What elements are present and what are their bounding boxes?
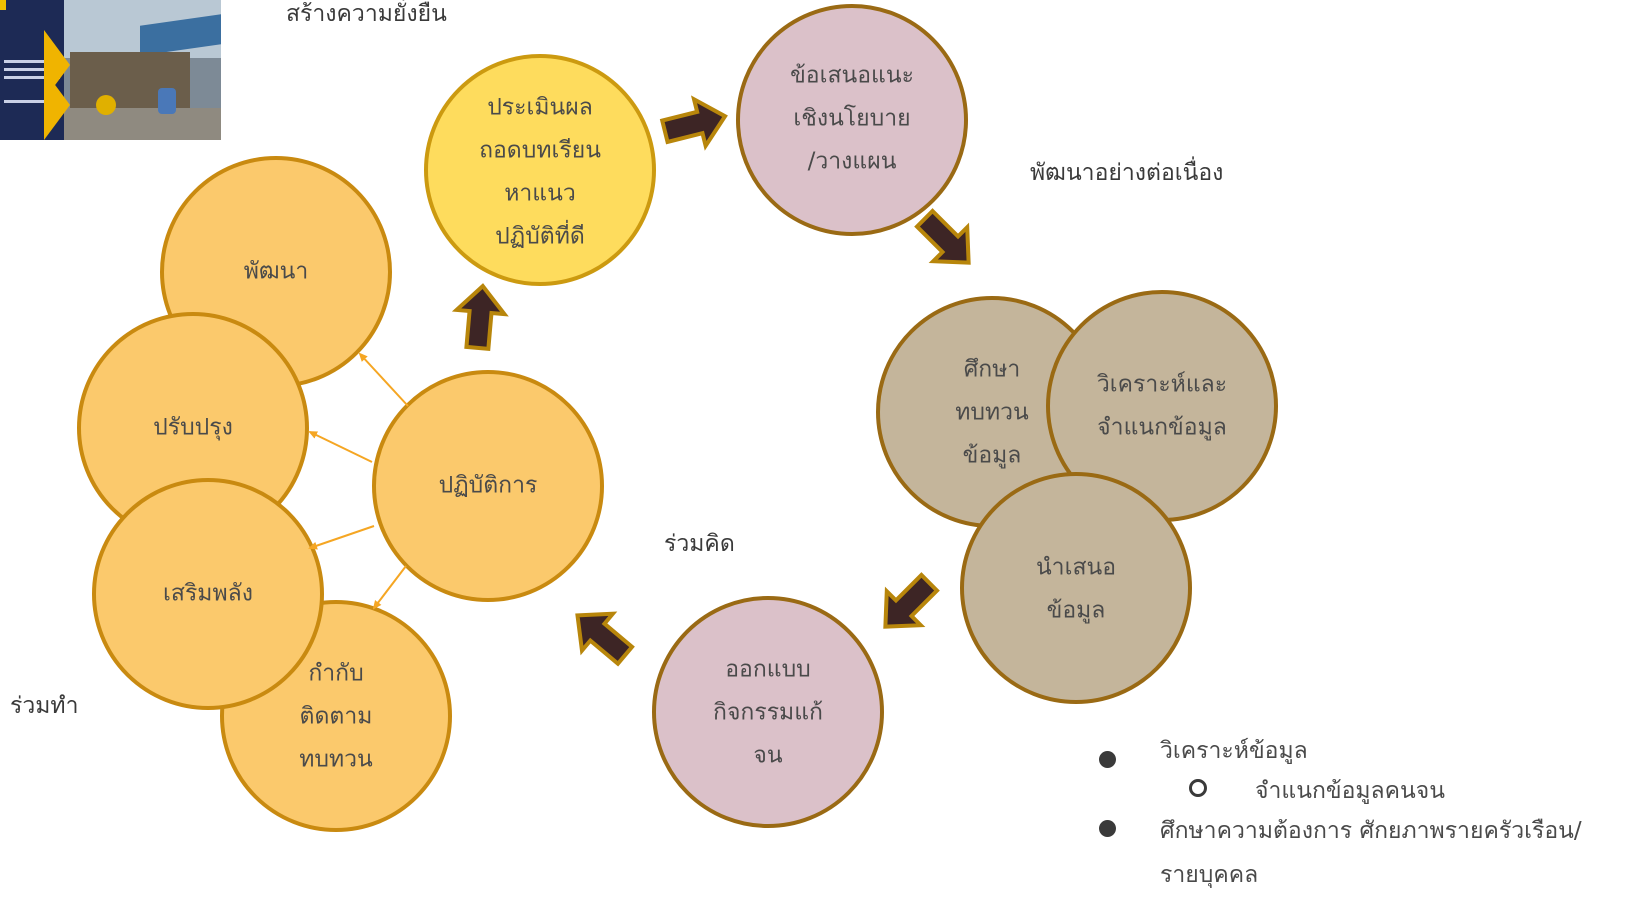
photo-thumbnail [0, 0, 221, 140]
circle-monitor-line-2: ติดตาม [300, 704, 373, 730]
bullet-item-4: รายบุคคล [1160, 862, 1259, 888]
circle-evaluate-line-2: ถอดบทเรียน [479, 138, 601, 164]
thin-arrow-to-empower [308, 525, 375, 550]
circle-monitor-line-3: ทบทวน [299, 747, 373, 773]
circle-analyze-line-2: จำแนกข้อมูล [1097, 415, 1227, 441]
circle-evaluate-line-4: ปฏิบัติที่ดี [495, 220, 585, 250]
bullet-dot-3 [1099, 820, 1116, 837]
label-act-together: ร่วมทำ [10, 693, 79, 719]
circle-evaluate-line-1: ประเมินผล [487, 95, 593, 121]
circle-policy-line-1: ข้อเสนอแนะ [790, 63, 914, 89]
circle-evaluate-line-3: หาแนว [504, 181, 576, 207]
circle-study-line-3: ข้อมูล [963, 443, 1022, 469]
thin-arrow-to-improve [308, 431, 373, 463]
thin-arrow-to-develop [358, 352, 409, 407]
circle-design-line-3: จน [753, 743, 782, 769]
circle-develop-line-1: พัฒนา [244, 259, 309, 285]
circle-monitor-line-1: กำกับ [308, 661, 363, 687]
circle-design-line-1: ออกแบบ [725, 657, 811, 683]
thin-arrow-to-monitor [372, 565, 407, 610]
circle-improve: ปรับปรุง [77, 312, 309, 544]
label-think-together: ร่วมคิด [664, 531, 735, 557]
bullet-item-2: จำแนกข้อมูลคนจน [1255, 778, 1445, 804]
bullet-ring-2 [1189, 779, 1207, 797]
block-arrow-present-to-design [883, 572, 940, 629]
circle-design-line-2: กิจกรรมแก้ [713, 700, 823, 726]
circle-empower: เสริมพลัง [92, 478, 324, 710]
circle-improve-line-1: ปรับปรุง [153, 415, 233, 441]
title-fragment: สร้างความยั่งยืน [286, 1, 447, 27]
circle-present-line-2: ข้อมูล [1047, 598, 1106, 624]
block-arrow-design-to-operate [575, 611, 635, 667]
block-arrow-evaluate-to-policy [659, 95, 728, 151]
block-arrow-operate-to-evaluate [451, 283, 509, 352]
circle-policy-line-2: เชิงนโยบาย [793, 105, 910, 132]
circle-empower-line-1: เสริมพลัง [163, 581, 253, 607]
circle-policy-line-3: /วางแผน [808, 149, 897, 175]
circle-study-line-1: ศึกษา [964, 357, 1021, 383]
circle-present-line-1: นำเสนอ [1036, 555, 1116, 581]
circle-operate-line-1: ปฏิบัติการ [439, 473, 538, 499]
label-develop-continuous: พัฒนาอย่างต่อเนื่อง [1030, 160, 1224, 186]
bullet-dot-1 [1099, 751, 1116, 768]
bullet-item-1: วิเคราะห์ข้อมูล [1160, 738, 1308, 764]
bullet-item-3: ศึกษาความต้องการ ศักยภาพรายครัวเรือน/ [1160, 818, 1582, 844]
circle-analyze-line-1: วิเคราะห์และ [1097, 371, 1227, 398]
block-arrow-policy-to-study [914, 208, 971, 265]
circle-operate: ปฏิบัติการ [372, 370, 604, 602]
circle-study-line-2: ทบทวน [955, 400, 1029, 426]
